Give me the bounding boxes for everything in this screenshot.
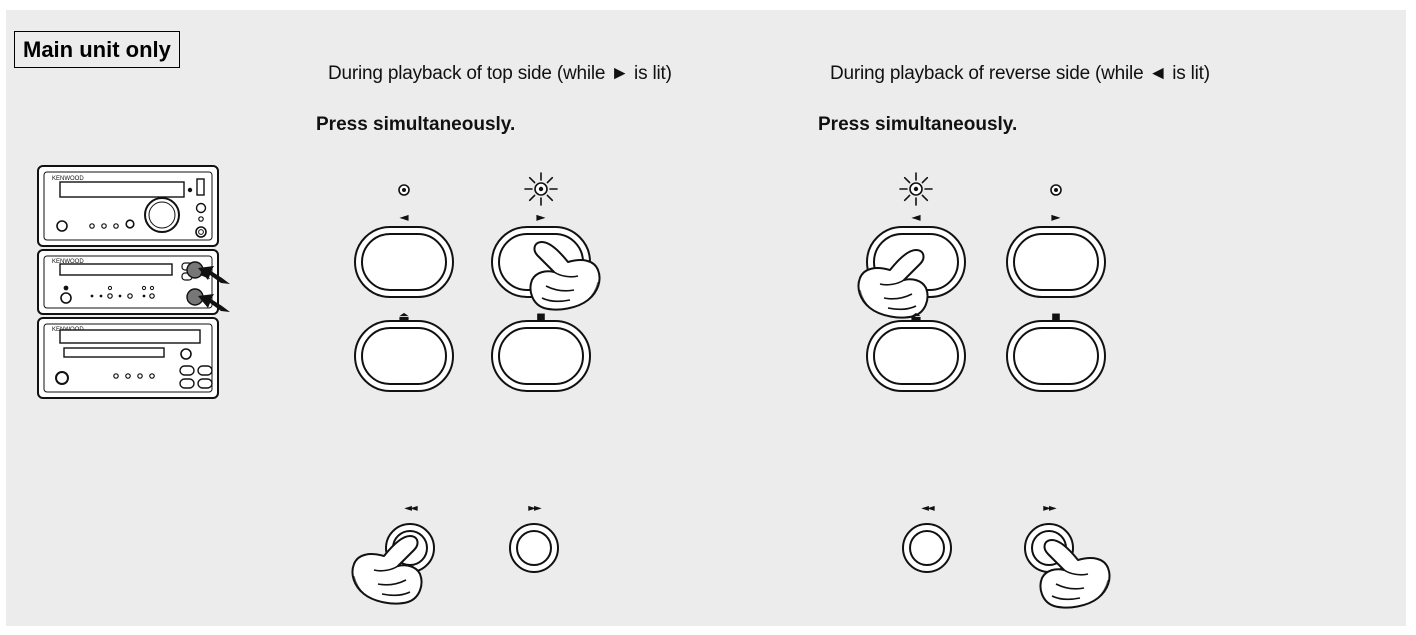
press-simultaneously-right: Press simultaneously. <box>818 114 1018 135</box>
reverse-play-button[interactable] <box>354 226 454 298</box>
forward-play-button[interactable] <box>1006 226 1106 298</box>
stop-symbol: ■ <box>1051 312 1060 323</box>
caption-top-side: During playback of top side (while ► is … <box>328 63 672 84</box>
right-button-group: ◄ ► ⏏ ■ ◄◄ ►► <box>857 172 1111 609</box>
forward-indicator-lit <box>524 172 558 206</box>
fast-forward-symbol: ►► <box>528 503 542 514</box>
fast-forward-button[interactable] <box>509 523 559 573</box>
eject-symbol: ⏏ <box>910 309 921 323</box>
main-unit-only-badge: Main unit only <box>14 31 180 68</box>
reverse-play-symbol: ◄ <box>911 210 921 224</box>
brand-label-2: KENWOOD <box>52 259 84 265</box>
stereo-system-icon: KENWOOD KENWOOD <box>37 165 230 399</box>
stop-button[interactable] <box>1006 320 1106 392</box>
rewind-button[interactable] <box>902 523 952 573</box>
rewind-symbol: ◄◄ <box>921 503 935 514</box>
caption-reverse-side: During playback of reverse side (while ◄… <box>830 63 1210 84</box>
forward-indicator-off <box>1050 184 1062 196</box>
forward-play-symbol: ► <box>1051 210 1061 224</box>
brand-label-1: KENWOOD <box>52 176 84 182</box>
pressing-hand-icon <box>1039 539 1111 609</box>
eject-button[interactable] <box>866 320 966 392</box>
left-button-group: ◄ ► ⏏ ■ ◄◄ ►► <box>351 172 601 605</box>
cd-player-unit: KENWOOD <box>37 317 219 399</box>
rewind-symbol: ◄◄ <box>404 503 418 514</box>
eject-symbol: ⏏ <box>398 309 409 323</box>
stop-button[interactable] <box>491 320 591 392</box>
forward-play-symbol: ► <box>536 210 546 224</box>
reverse-play-symbol: ◄ <box>399 210 409 224</box>
eject-button[interactable] <box>354 320 454 392</box>
amplifier-unit: KENWOOD <box>37 165 219 247</box>
background-panel <box>6 10 1406 626</box>
reverse-indicator-off <box>398 184 410 196</box>
reverse-indicator-lit <box>899 172 933 206</box>
cassette-deck-unit: KENWOOD <box>37 249 230 315</box>
fast-forward-symbol: ►► <box>1043 503 1057 514</box>
stop-symbol: ■ <box>536 312 545 323</box>
press-simultaneously-left: Press simultaneously. <box>316 114 516 135</box>
